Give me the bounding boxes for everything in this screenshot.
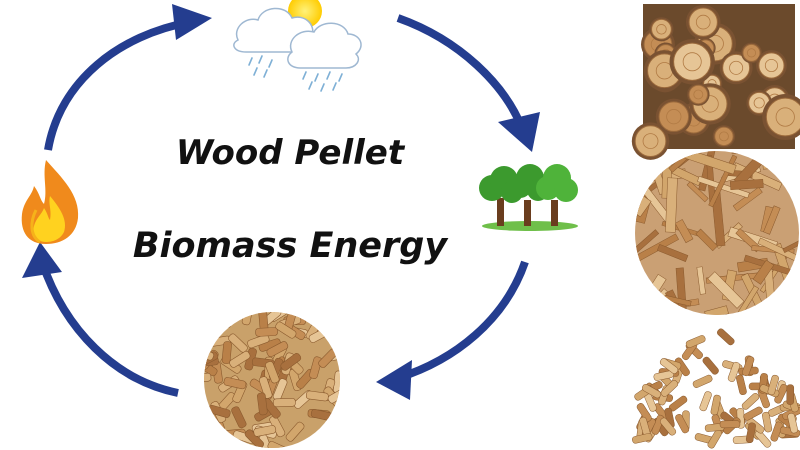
title-line-2: Biomass Energy — [132, 226, 448, 266]
title-line-1: Wood Pellet — [175, 133, 405, 173]
cloud-sun-rain-icon — [233, 0, 362, 92]
firewood-logs-image — [631, 4, 800, 160]
trees-icon — [479, 164, 578, 231]
arrow-weather-to-trees — [396, 14, 540, 152]
cycle-arrows — [22, 4, 540, 400]
arrow-fire-to-weather — [44, 4, 212, 151]
arrow-pellets-to-fire — [22, 242, 179, 397]
arrow-trees-to-pellets — [376, 260, 529, 400]
flame-icon — [21, 160, 79, 244]
pellet-pile-image — [632, 328, 800, 449]
wood-pellets-icon — [204, 312, 340, 448]
